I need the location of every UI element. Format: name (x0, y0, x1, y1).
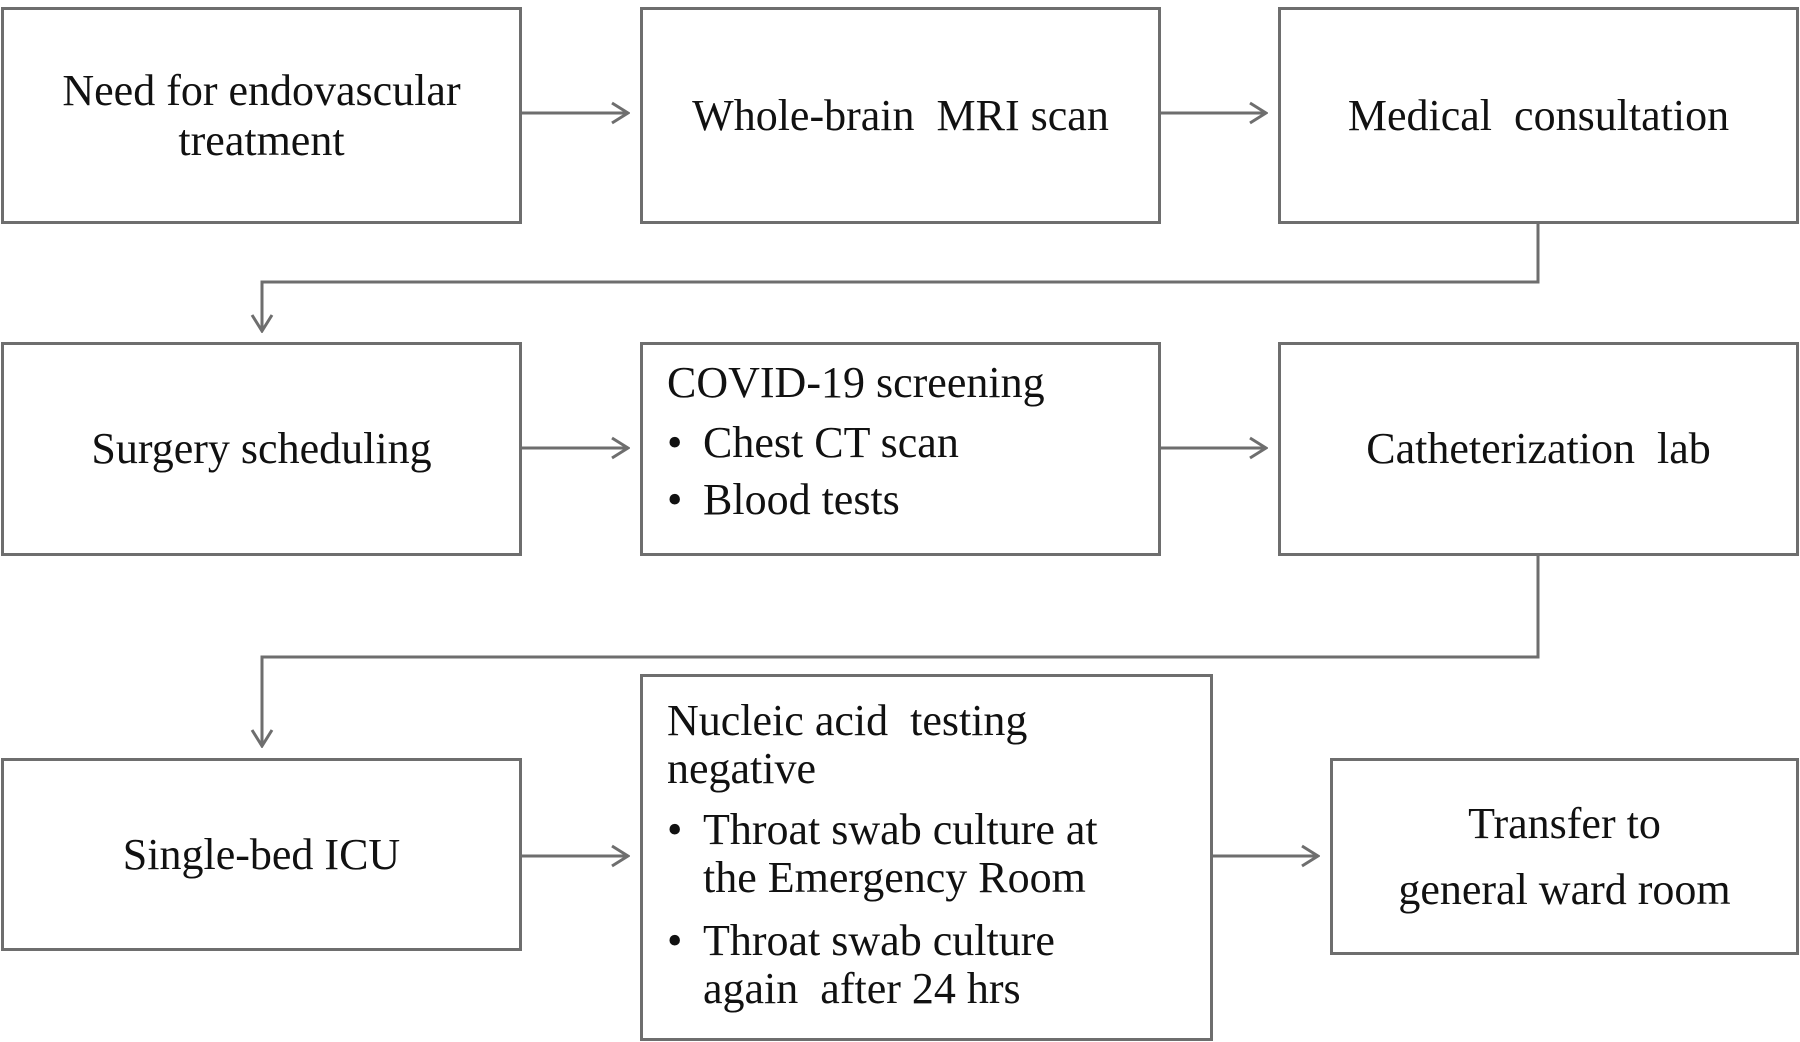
consult-label: Medical consultation (1347, 90, 1730, 140)
nucleic-heading-line-1: Nucleic acid testing (667, 696, 1028, 745)
bullet-glyph: • (667, 474, 683, 524)
nucleic-item: • Throat swab culture at the Emergency R… (667, 804, 1200, 903)
bullet-glyph: • (667, 418, 683, 468)
icu-label: Single-bed ICU (122, 829, 401, 879)
surgery-label: Surgery scheduling (91, 424, 432, 474)
need-for-endovascular-treatment-box: Need for endovascular treatment (1, 7, 522, 224)
catheterization-lab-box: Catheterization lab (1278, 342, 1799, 556)
covid-heading: COVID-19 screening (667, 358, 1045, 407)
nucleic-item-line: again after 24 hrs (703, 963, 1021, 1013)
nucleic-acid-testing-box: Nucleic acid testing negative • Throat s… (640, 674, 1213, 1041)
nucleic-heading: Nucleic acid testing negative (667, 696, 1200, 794)
nucleic-item-line: Throat swab culture (703, 915, 1055, 965)
arrow-consult-to-surgery (262, 223, 1540, 331)
covid-item-text: Blood tests (703, 474, 900, 524)
nucleic-item-line: the Emergency Room (703, 853, 1086, 903)
mri-label: Whole-brain MRI scan (692, 90, 1109, 140)
bullet-glyph: • (667, 804, 683, 854)
single-bed-icu-box: Single-bed ICU (1, 758, 522, 951)
covid-item-text: Chest CT scan (703, 418, 959, 468)
transfer-to-general-ward-box: Transfer to general ward room (1330, 758, 1799, 955)
cath-label: Catheterization lab (1366, 424, 1711, 474)
covid-19-screening-box: COVID-19 screening • Chest CT scan • Blo… (640, 342, 1161, 556)
surgery-scheduling-box: Surgery scheduling (1, 342, 522, 556)
arrow-cath-to-icu (262, 556, 1540, 746)
covid-item: • Blood tests (667, 474, 1148, 524)
need-line-1: Need for endovascular (62, 66, 461, 116)
whole-brain-mri-scan-box: Whole-brain MRI scan (640, 7, 1161, 224)
need-line-2: treatment (178, 115, 345, 165)
transfer-line-1: Transfer to (1468, 799, 1661, 849)
nucleic-item: • Throat swab culture again after 24 hrs (667, 915, 1200, 1014)
transfer-line-2: general ward room (1398, 864, 1731, 914)
nucleic-item-line: Throat swab culture at (703, 804, 1098, 854)
covid-item: • Chest CT scan (667, 418, 1148, 468)
nucleic-heading-line-2: negative (667, 744, 817, 794)
bullet-glyph: • (667, 915, 683, 965)
medical-consultation-box: Medical consultation (1278, 7, 1799, 224)
